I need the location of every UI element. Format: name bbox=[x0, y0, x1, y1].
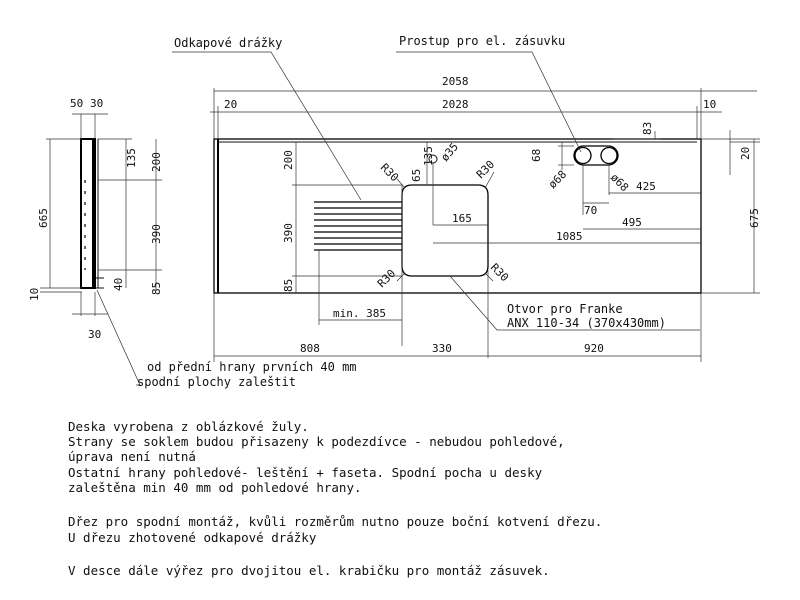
dim-side-30-top: 30 bbox=[90, 97, 103, 110]
dim-side-85: 85 bbox=[150, 282, 163, 295]
dim-side-200: 200 bbox=[150, 152, 163, 172]
dim-diam-35: ø35 bbox=[438, 140, 461, 164]
note-line-4: Ostatní hrany pohledové- leštění + faset… bbox=[68, 465, 543, 480]
slab-outline bbox=[213, 138, 702, 294]
radius-bottom-right: R30 bbox=[488, 261, 511, 284]
dim-socket-70: 70 bbox=[584, 204, 597, 217]
dim-right-675: 675 bbox=[748, 208, 761, 228]
dim-bottom-920: 920 bbox=[584, 342, 604, 355]
radius-top-right: R30 bbox=[474, 158, 497, 181]
dim-sink-200: 200 bbox=[282, 150, 295, 170]
top-view: 2058 20 2028 10 20 675 bbox=[172, 51, 761, 362]
dim-sink-85: 85 bbox=[282, 279, 295, 292]
dim-sink-65: 65 bbox=[410, 169, 423, 182]
drip-grooves bbox=[314, 201, 402, 251]
dim-sink-135: 135 bbox=[422, 146, 435, 166]
dim-socket-425: 425 bbox=[636, 180, 656, 193]
callout-drip-grooves: Odkapové drážky bbox=[174, 36, 282, 50]
callout-polish-line2: spodní plochy zaleštit bbox=[137, 375, 296, 389]
side-slab-outline bbox=[80, 138, 96, 289]
dim-sink-390: 390 bbox=[282, 223, 295, 243]
callout-polish-line1: od přední hrany prvních 40 mm bbox=[147, 360, 357, 374]
polish-leader bbox=[96, 289, 141, 386]
notes-block: Deska vyrobena z oblázkové žuly. Strany … bbox=[68, 419, 602, 578]
dim-side-30-bottom: 30 bbox=[88, 328, 101, 341]
note-line-2: Strany se soklem budou přisazeny k podez… bbox=[68, 434, 565, 449]
dim-sink-165: 165 bbox=[452, 212, 472, 225]
dim-socket-1085: 1085 bbox=[556, 230, 583, 243]
dim-right-end: 10 bbox=[703, 98, 716, 111]
dim-side-10: 10 bbox=[28, 288, 41, 301]
dim-socket-d68-left: ø68 bbox=[546, 168, 569, 191]
note-line-1: Deska vyrobena z oblázkové žuly. bbox=[68, 419, 309, 434]
drip-grooves-leader bbox=[172, 51, 362, 201]
note-line-6: Dřez pro spodní montáž, kvůli rozměrům n… bbox=[68, 514, 602, 529]
dim-side-390: 390 bbox=[150, 224, 163, 244]
dim-socket-495: 495 bbox=[622, 216, 642, 229]
socket-leader bbox=[396, 51, 582, 153]
callout-sink-hole-line2: ANX 110-34 (370x430mm) bbox=[507, 316, 666, 330]
note-line-8: V desce dále výřez pro dvojitou el. krab… bbox=[68, 563, 550, 578]
dim-socket-68: 68 bbox=[530, 149, 543, 162]
dim-inner-length: 2028 bbox=[442, 98, 469, 111]
dim-side-665: 665 bbox=[37, 208, 50, 228]
dim-side-50: 50 bbox=[70, 97, 83, 110]
dim-bottom-808: 808 bbox=[300, 342, 320, 355]
dim-min-385: min. 385 bbox=[333, 307, 386, 320]
dim-side-135: 135 bbox=[125, 148, 138, 168]
sink-cutout bbox=[401, 184, 489, 277]
radius-bottom-left: R30 bbox=[375, 267, 398, 290]
socket-cutout bbox=[573, 145, 619, 166]
note-line-5: zaleštěna min 40 mm od pohledové hrany. bbox=[68, 480, 362, 495]
radius-top-left: R30 bbox=[378, 161, 401, 184]
note-line-7: U dřezu zhotovené odkapové drážky bbox=[68, 530, 317, 545]
dim-total-length: 2058 bbox=[442, 75, 469, 88]
dim-socket-83: 83 bbox=[641, 122, 654, 135]
callout-sink-hole-line1: Otvor pro Franke bbox=[507, 302, 623, 316]
dim-left-end: 20 bbox=[224, 98, 237, 111]
callout-socket-opening: Prostup pro el. zásuvku bbox=[399, 34, 565, 48]
side-section-view: 50 30 665 135 200 390 85 40 10 30 bbox=[28, 97, 163, 386]
dim-side-40: 40 bbox=[112, 278, 125, 291]
dim-socket-d68-right: ø68 bbox=[608, 171, 631, 194]
sink-hole-leader bbox=[449, 275, 700, 331]
note-line-3: úprava není nutná bbox=[68, 449, 196, 464]
dim-bottom-330: 330 bbox=[432, 342, 452, 355]
dim-right-20: 20 bbox=[739, 147, 752, 160]
